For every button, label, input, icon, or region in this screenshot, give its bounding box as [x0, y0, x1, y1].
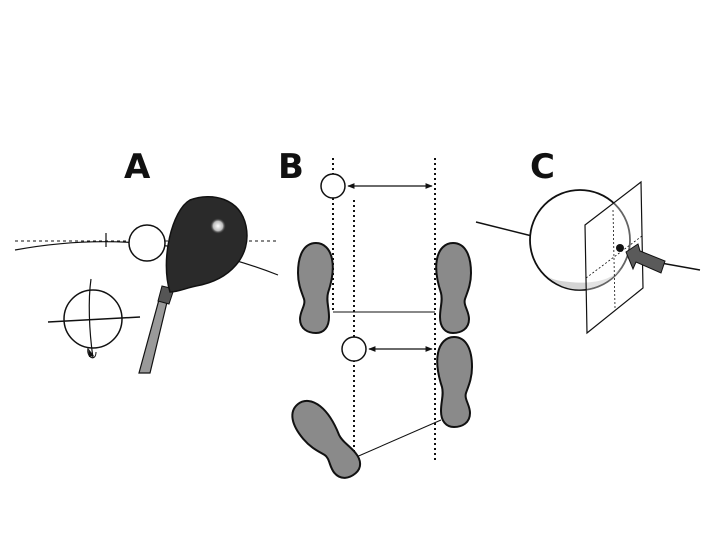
- spin-direction-loop: [87, 347, 97, 359]
- footprint-bottom-right: [436, 336, 473, 428]
- ball-shadow: [548, 268, 622, 290]
- ball-top: [320, 173, 346, 199]
- club-shaft: [138, 295, 169, 374]
- spin-axis-vertical: [88, 278, 94, 359]
- stance-line-bottom: [353, 419, 442, 459]
- golf-ball: [128, 224, 166, 262]
- impact-point: [616, 244, 624, 252]
- panel-c: C: [475, 147, 701, 335]
- ball-middle: [341, 336, 367, 362]
- footprint-bottom-left: [282, 392, 370, 486]
- panel-label-b: B: [278, 147, 304, 187]
- impact-arrow-icon: [625, 243, 666, 274]
- panel-label-a: A: [124, 147, 151, 187]
- panel-b: B: [278, 147, 473, 486]
- spin-arrow-icon: [88, 348, 94, 357]
- footprint-top-right: [435, 242, 472, 334]
- spin-axis-ball: [47, 278, 141, 359]
- spin-axis-horizontal: [47, 316, 141, 323]
- panel-label-c: C: [530, 147, 555, 187]
- ball-path-left: [475, 221, 533, 237]
- club-head-shine: [210, 218, 226, 234]
- club-head: [165, 196, 248, 293]
- footprint-top-left: [297, 242, 334, 334]
- panel-a: A: [14, 147, 279, 374]
- ball-large: [529, 189, 631, 291]
- plane-axis-vertical: [612, 209, 616, 309]
- contact-plane: [584, 180, 644, 335]
